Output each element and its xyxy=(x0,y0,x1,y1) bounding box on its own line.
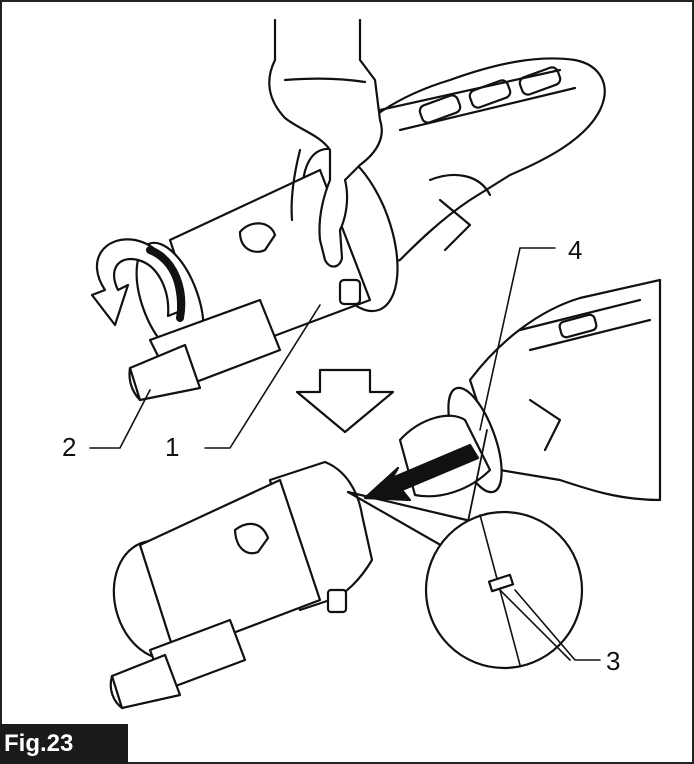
vacuum-top-assembly xyxy=(128,57,606,402)
dust-cup-bottom xyxy=(109,460,374,710)
rotation-arrow-icon xyxy=(90,238,186,327)
hand-icon xyxy=(268,18,383,268)
magnifier-circle-icon xyxy=(346,429,584,670)
callout-3: 3 xyxy=(606,646,621,676)
callout-2: 2 xyxy=(62,432,77,462)
callout-1: 1 xyxy=(165,432,180,462)
callout-4: 4 xyxy=(568,235,583,265)
leader-lines xyxy=(89,247,601,661)
figure-label: Fig.23 xyxy=(0,724,128,764)
down-arrow-icon xyxy=(295,368,395,434)
pull-arrow-icon xyxy=(363,443,480,502)
